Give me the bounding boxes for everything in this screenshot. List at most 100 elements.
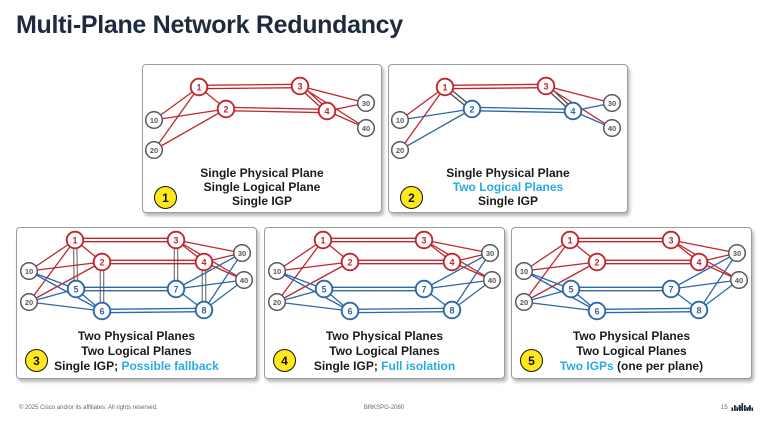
edge-20-1 xyxy=(399,86,446,151)
edge-7-30 xyxy=(423,252,491,290)
node-20: 20 xyxy=(19,292,39,312)
svg-text:20: 20 xyxy=(396,146,404,155)
caption-segment: (one per plane) xyxy=(613,359,704,373)
svg-text:40: 40 xyxy=(608,124,616,133)
node-2: 2 xyxy=(462,99,482,119)
caption-line: Two Physical Planes xyxy=(512,329,751,344)
slide-title: Multi-Plane Network Redundancy xyxy=(16,11,403,39)
svg-text:3: 3 xyxy=(668,236,673,246)
step-badge-1: 1 xyxy=(154,186,177,209)
svg-text:10: 10 xyxy=(25,267,33,276)
node-4: 4 xyxy=(442,252,462,272)
svg-text:8: 8 xyxy=(201,306,206,316)
svg-text:30: 30 xyxy=(608,99,616,108)
edge-1-3 xyxy=(445,87,547,90)
caption-segment: Two Logical Planes xyxy=(576,344,687,358)
edge-10-2 xyxy=(523,261,598,272)
svg-text:20: 20 xyxy=(273,298,281,307)
svg-text:5: 5 xyxy=(321,285,326,295)
caption-segment: Single IGP xyxy=(231,194,292,208)
node-8: 8 xyxy=(194,300,214,320)
node-6: 6 xyxy=(92,301,112,321)
node-1: 1 xyxy=(189,77,209,97)
node-4: 4 xyxy=(317,101,337,121)
node-7: 7 xyxy=(414,279,434,299)
svg-text:8: 8 xyxy=(696,306,701,316)
caption-segment: Two Physical Planes xyxy=(572,329,691,343)
svg-text:7: 7 xyxy=(173,285,178,295)
edge-10-2 xyxy=(399,108,473,121)
node-3: 3 xyxy=(661,230,681,250)
node-40: 40 xyxy=(602,118,622,138)
edge-20-1 xyxy=(276,239,324,303)
svg-text:1: 1 xyxy=(72,236,77,246)
caption-line: Two Logical Planes xyxy=(17,344,256,359)
svg-text:30: 30 xyxy=(238,249,246,258)
node-40: 40 xyxy=(482,270,502,290)
node-10: 10 xyxy=(19,261,39,281)
page-number: 15 xyxy=(721,405,728,411)
caption-segment: Single IGP xyxy=(477,194,538,208)
svg-text:5: 5 xyxy=(568,285,573,295)
node-2: 2 xyxy=(587,252,607,272)
svg-text:5: 5 xyxy=(73,285,78,295)
svg-text:1: 1 xyxy=(196,83,201,93)
node-40: 40 xyxy=(234,270,254,290)
edge-8-30 xyxy=(451,252,491,311)
node-10: 10 xyxy=(267,261,287,281)
node-7: 7 xyxy=(661,279,681,299)
svg-text:10: 10 xyxy=(150,116,158,125)
edge-6-8 xyxy=(102,311,205,314)
caption-line: Two Logical Planes xyxy=(265,344,504,359)
node-1: 1 xyxy=(435,77,455,97)
svg-text:20: 20 xyxy=(150,146,158,155)
svg-text:40: 40 xyxy=(240,276,248,285)
edge-2-4 xyxy=(226,106,328,110)
edge-7-40 xyxy=(670,279,740,290)
node-6: 6 xyxy=(340,301,360,321)
caption-line: Two Logical Planes xyxy=(389,180,627,194)
edge-2-4 xyxy=(471,110,573,114)
edge-2-4 xyxy=(472,106,574,110)
step-badge-3: 3 xyxy=(25,349,48,372)
caption-segment: Possible fallback xyxy=(121,359,219,373)
svg-text:2: 2 xyxy=(469,105,474,115)
svg-text:40: 40 xyxy=(362,124,370,133)
node-5: 5 xyxy=(561,279,581,299)
step-badge-5: 5 xyxy=(520,349,543,372)
edge-2-4 xyxy=(225,110,327,114)
caption-line: Single IGP; Full isolation xyxy=(265,359,504,374)
caption-line: Single IGP; Possible fallback xyxy=(17,359,256,374)
svg-text:4: 4 xyxy=(696,258,701,268)
svg-text:4: 4 xyxy=(324,107,329,117)
caption-segment: Two Physical Planes xyxy=(77,329,196,343)
svg-text:3: 3 xyxy=(543,82,548,92)
node-30: 30 xyxy=(602,93,622,113)
node-1: 1 xyxy=(313,230,333,250)
cisco-logo: cisco xyxy=(730,398,756,413)
edge-20-1 xyxy=(523,239,571,303)
node-2: 2 xyxy=(92,252,112,272)
edge-6-8 xyxy=(101,307,204,310)
edge-20-2 xyxy=(523,261,598,303)
edge-3-30 xyxy=(423,239,491,254)
svg-text:2: 2 xyxy=(347,258,352,268)
edge-3-30 xyxy=(299,85,367,104)
edge-20-1 xyxy=(28,239,76,303)
caption-segment: Single IGP; xyxy=(313,359,382,373)
edge-10-6 xyxy=(28,270,103,312)
caption-line: Single Physical Plane xyxy=(389,166,627,180)
edge-3-30 xyxy=(670,239,738,254)
node-30: 30 xyxy=(232,243,252,263)
edge-10-2 xyxy=(28,261,103,272)
caption-segment: Single Logical Plane xyxy=(203,180,321,194)
caption-line: Single IGP xyxy=(143,194,381,208)
